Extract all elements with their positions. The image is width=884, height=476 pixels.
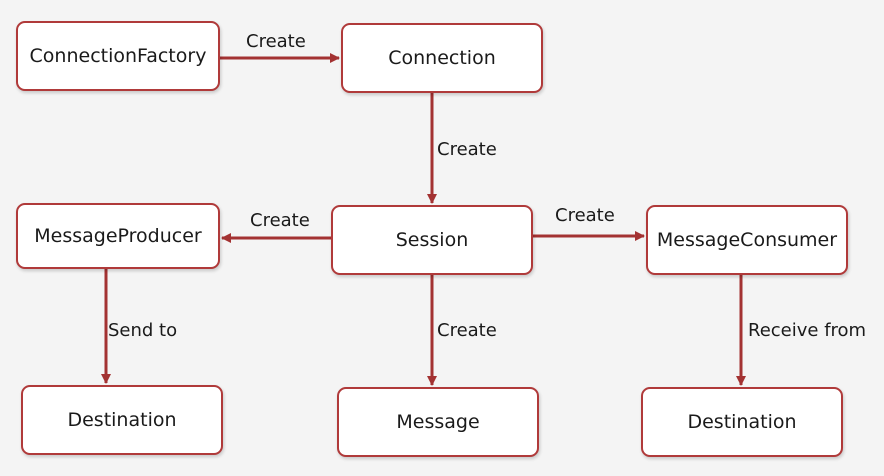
node-connection-factory: ConnectionFactory bbox=[16, 21, 220, 91]
edge-label-session-to-message: Create bbox=[437, 320, 497, 341]
node-destination-right: Destination bbox=[641, 387, 843, 457]
edge-label-producer-to-destination: Send to bbox=[108, 320, 178, 341]
edge-label-session-to-consumer: Create bbox=[555, 205, 615, 226]
edge-label-consumer-to-destination: Receive from bbox=[748, 320, 867, 341]
node-message-consumer-label: MessageConsumer bbox=[656, 229, 838, 251]
node-session: Session bbox=[331, 205, 533, 275]
node-session-label: Session bbox=[395, 229, 469, 251]
node-message-label: Message bbox=[396, 411, 480, 433]
edge-label-factory-to-connection: Create bbox=[246, 31, 306, 52]
node-message-producer: MessageProducer bbox=[16, 203, 220, 269]
node-destination-right-label: Destination bbox=[687, 411, 797, 433]
edge-label-session-to-producer: Create bbox=[250, 210, 310, 231]
node-connection: Connection bbox=[341, 23, 543, 93]
node-message: Message bbox=[337, 387, 539, 457]
node-connection-label: Connection bbox=[388, 47, 496, 69]
node-message-consumer: MessageConsumer bbox=[646, 205, 848, 275]
node-connection-factory-label: ConnectionFactory bbox=[29, 45, 207, 67]
node-message-producer-label: MessageProducer bbox=[34, 225, 202, 247]
node-destination-left-label: Destination bbox=[67, 409, 177, 431]
node-destination-left: Destination bbox=[21, 385, 223, 455]
edge-label-connection-to-session: Create bbox=[437, 139, 497, 160]
